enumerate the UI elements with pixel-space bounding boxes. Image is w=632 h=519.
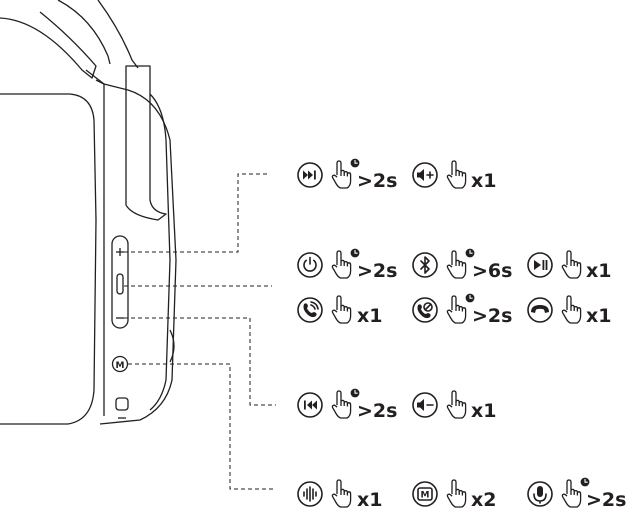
earcup-rim bbox=[149, 93, 171, 411]
callout-lines bbox=[124, 173, 276, 490]
power-icon bbox=[297, 252, 323, 278]
headband-slider bbox=[125, 65, 167, 221]
press-hold-hand-icon bbox=[331, 388, 360, 419]
m-button-leader bbox=[128, 363, 276, 490]
earcup-side-detail bbox=[169, 329, 175, 363]
row-next-track-volume-up: >2s x1 bbox=[357, 170, 496, 192]
ear-cushion bbox=[0, 93, 97, 425]
press-hand-icon bbox=[446, 390, 467, 419]
row-power-bluetooth-play: >2s >6s x1 bbox=[357, 260, 611, 282]
headphone-illustration: M bbox=[0, 0, 177, 425]
usb-c-port bbox=[115, 397, 129, 411]
row-m-button-functions: x1 x2 >2s bbox=[357, 489, 626, 511]
earcup-outer-shell bbox=[85, 69, 177, 425]
volume-down-icon bbox=[412, 392, 438, 418]
answer-call-icon bbox=[297, 297, 323, 323]
previous-track-icon bbox=[297, 392, 323, 418]
volume-up-icon bbox=[412, 162, 438, 188]
voice-assistant-icon bbox=[527, 481, 553, 507]
m-mode-icon: M bbox=[412, 481, 438, 507]
voice-assistant-duration-label: >2s bbox=[586, 489, 626, 511]
bluetooth-duration-label: >6s bbox=[472, 260, 512, 282]
m-mode-count-label: x2 bbox=[471, 489, 496, 511]
hang-up-count-label: x1 bbox=[586, 305, 611, 327]
reject-call-duration-label: >2s bbox=[472, 305, 512, 327]
press-hold-hand-icon bbox=[331, 248, 360, 279]
multifunction-button[interactable] bbox=[116, 273, 124, 295]
row-call-controls: x1 >2s x1 bbox=[357, 305, 611, 327]
next-track-duration-label: >2s bbox=[357, 170, 397, 192]
next-track-icon bbox=[297, 162, 323, 188]
press-hold-hand-icon bbox=[446, 248, 475, 279]
press-hand-icon bbox=[446, 160, 467, 189]
press-hand-icon bbox=[331, 295, 352, 324]
bluetooth-icon bbox=[412, 252, 438, 278]
ambient-sound-icon bbox=[297, 481, 323, 507]
volume-up-leader bbox=[124, 173, 268, 253]
svg-text:M: M bbox=[421, 491, 430, 501]
m-button[interactable] bbox=[111, 355, 129, 373]
ambient-sound-count-label: x1 bbox=[357, 489, 382, 511]
press-hand-icon bbox=[561, 295, 582, 324]
press-hand-icon bbox=[561, 250, 582, 279]
press-hand-icon bbox=[446, 479, 467, 508]
press-hold-hand-icon bbox=[446, 293, 475, 324]
reject-call-icon bbox=[412, 297, 438, 323]
volume-button-rocker[interactable] bbox=[111, 235, 129, 329]
row-previous-track-volume-down: >2s x1 bbox=[357, 400, 496, 422]
answer-call-count-label: x1 bbox=[357, 305, 382, 327]
power-duration-label: >2s bbox=[357, 260, 397, 282]
previous-track-duration-label: >2s bbox=[357, 400, 397, 422]
m-button-letter: M bbox=[116, 361, 125, 371]
headband bbox=[0, 0, 139, 79]
hang-up-icon bbox=[527, 297, 553, 323]
play-pause-count-label: x1 bbox=[586, 260, 611, 282]
volume-plus-mark bbox=[116, 248, 124, 256]
volume-down-leader bbox=[124, 317, 276, 406]
press-hold-hand-icon bbox=[331, 158, 360, 189]
press-hand-icon bbox=[331, 479, 352, 508]
earcup-inner-edge bbox=[95, 79, 105, 416]
volume-down-count-label: x1 bbox=[471, 400, 496, 422]
volume-up-count-label: x1 bbox=[471, 170, 496, 192]
play-pause-icon bbox=[527, 252, 553, 278]
